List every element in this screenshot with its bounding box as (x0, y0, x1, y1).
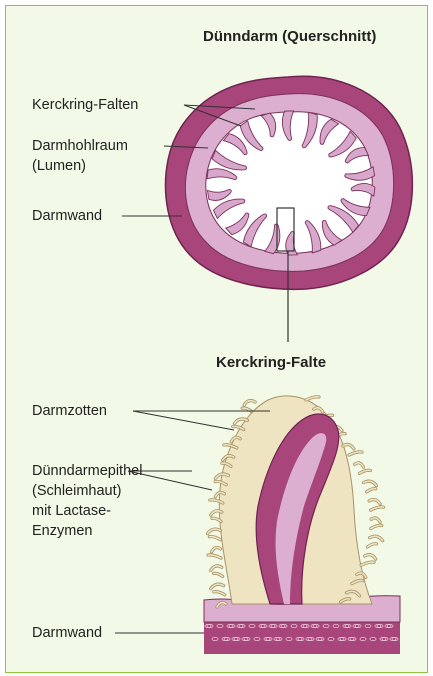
label-darmwand-top: Darmwand (32, 207, 102, 226)
label-darmzotten: Darmzotten (32, 402, 107, 421)
label-kerckring-falten: Kerckring-Falten (32, 96, 138, 115)
villus-detail (204, 396, 400, 654)
detail-title: Kerckring-Falte (216, 354, 326, 371)
intestine-cross-section (166, 76, 413, 342)
cross-section-title: Dünndarm (Querschnitt) (203, 28, 376, 45)
label-epithel-line1: Dünndarmepithel (32, 462, 142, 481)
label-darmwand-bottom: Darmwand (32, 624, 102, 643)
label-epithel-line3: mit Lactase- (32, 502, 111, 521)
label-epithel-line2: (Schleimhaut) (32, 482, 121, 501)
label-lumen-line2: (Lumen) (32, 157, 86, 176)
label-lumen-line1: Darmhohlraum (32, 137, 128, 156)
label-epithel-line4: Enzymen (32, 522, 92, 541)
